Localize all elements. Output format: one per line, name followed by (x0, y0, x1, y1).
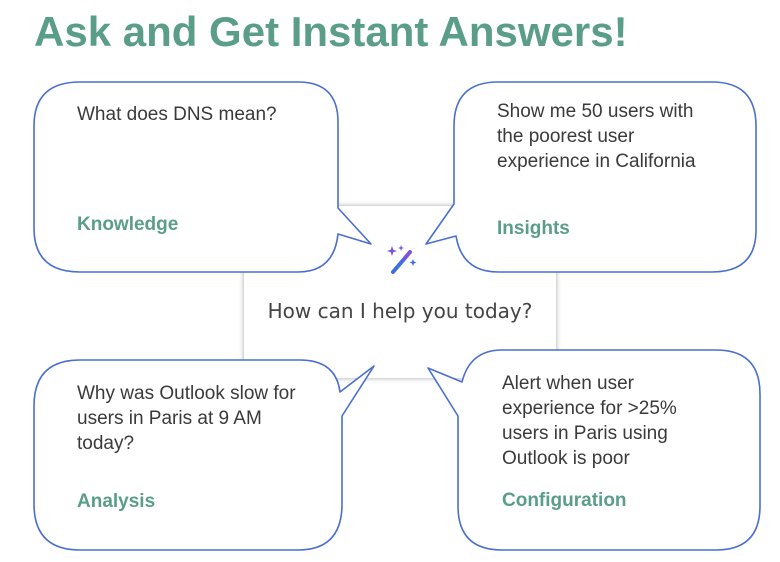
bubble-configuration-shape (427, 349, 761, 551)
bubble-insights-shape (425, 81, 757, 273)
bubble-analysis-category: Analysis (77, 491, 156, 512)
bubble-knowledge-shape (33, 81, 372, 273)
bubble-knowledge-question: What does DNS mean? (77, 104, 277, 125)
page-title: Ask and Get Instant Answers! (34, 8, 628, 55)
bubble-knowledge-category: Knowledge (77, 214, 179, 235)
bubble-analysis-question: Why was Outlook slow for users in Paris … (77, 383, 296, 454)
assistant-prompt-text: How can I help you today? (267, 299, 533, 323)
bubble-insights-question: Show me 50 users with the poorest user e… (497, 101, 696, 172)
magic-wand-sparkles-icon (387, 245, 417, 274)
bubble-analysis-shape (33, 359, 375, 551)
bubble-configuration-category: Configuration (502, 490, 627, 511)
bubble-configuration-question: Alert when user experience for >25% user… (502, 373, 677, 469)
bubble-insights-category: Insights (497, 218, 570, 239)
